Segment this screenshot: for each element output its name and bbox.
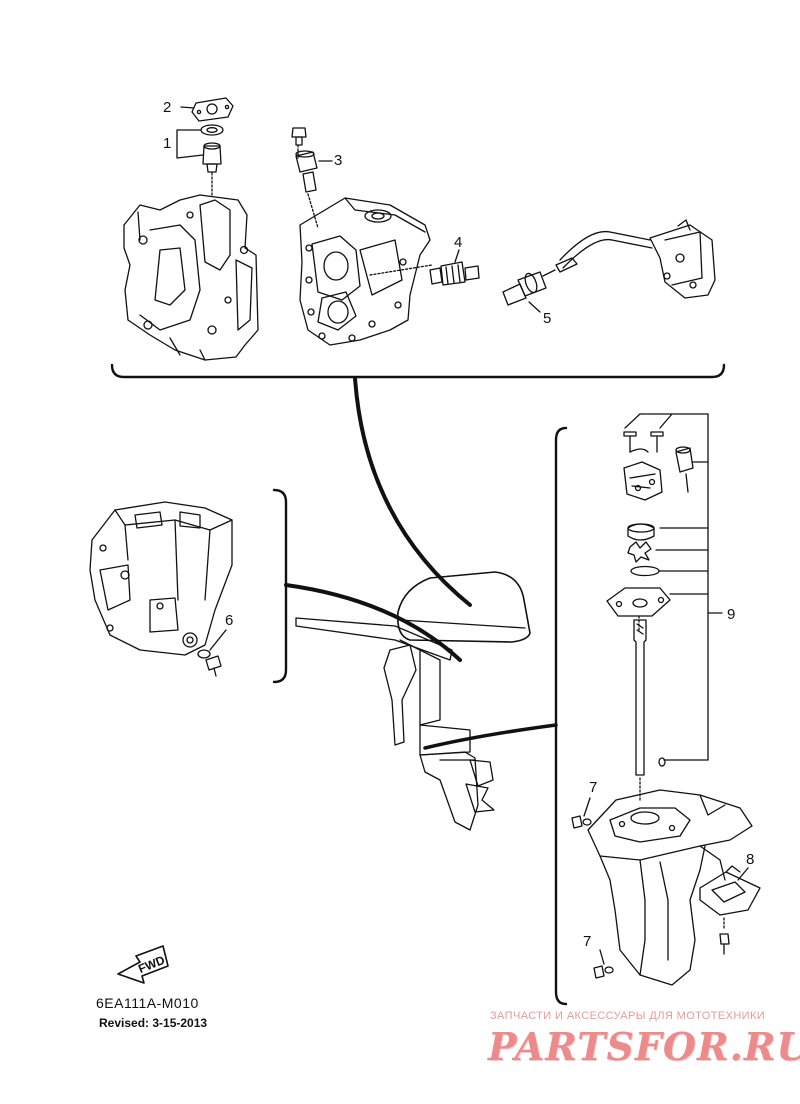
water-pump-parts — [606, 431, 694, 631]
right-group-bracket — [554, 426, 568, 1006]
thermostat-part-1 — [176, 124, 224, 197]
gasket-part-2 — [180, 97, 234, 122]
anode-part-8 — [699, 865, 761, 955]
cylinder-head-block — [299, 197, 433, 346]
fwd-arrow-icon — [117, 945, 169, 984]
callout-5: 5 — [543, 310, 552, 327]
watermark-tagline: ЗАПЧАСТИ И АКСЕССУАРЫ ДЛЯ МОТОТЕХНИКИ — [490, 1010, 766, 1022]
pointer-line-right — [423, 723, 558, 750]
screw-part-7-upper — [571, 797, 592, 829]
watermark-logo: PARTSFOR.RU — [488, 1024, 800, 1069]
callout-2: 2 — [163, 99, 172, 116]
callout-7-upper: 7 — [589, 779, 598, 796]
left-group-bracket — [272, 488, 288, 684]
fuel-pump-part-5 — [502, 219, 716, 313]
screw-part-7-lower — [593, 949, 614, 979]
drain-bolt-part-6 — [197, 629, 227, 677]
crankcase-block — [123, 194, 259, 361]
callout-9: 9 — [727, 606, 736, 623]
callout-7-lower: 7 — [583, 933, 592, 950]
revised-date: Revised: 3-15-2013 — [99, 1016, 208, 1030]
callout-8: 8 — [746, 851, 755, 868]
top-group-bracket — [110, 363, 726, 379]
callout-3: 3 — [334, 152, 343, 169]
lower-unit-gearcase — [587, 789, 753, 986]
drive-shaft — [633, 619, 666, 801]
pointer-line-top — [353, 376, 472, 607]
callout-4: 4 — [454, 234, 463, 251]
anode-part-3 — [291, 127, 333, 229]
callout-6: 6 — [225, 612, 234, 629]
upper-casing — [89, 501, 233, 656]
callout-1: 1 — [163, 135, 172, 152]
diagram-code: 6EA111A-M010 — [96, 995, 199, 1011]
outboard-motor — [295, 571, 531, 831]
leader-lines-9 — [624, 413, 723, 761]
spark-plug-part-4 — [429, 249, 480, 286]
